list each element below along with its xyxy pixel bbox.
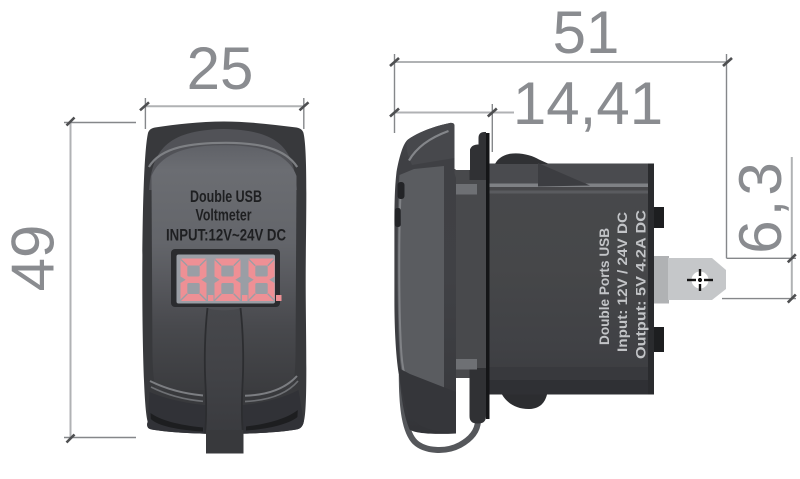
svg-text:Double Ports USB: Double Ports USB — [597, 228, 612, 345]
svg-text:Input: 12V / 24V DC: Input: 12V / 24V DC — [615, 212, 630, 352]
svg-text:49: 49 — [0, 225, 67, 292]
svg-text:14,41: 14,41 — [513, 70, 663, 137]
svg-text:INPUT:12V~24V DC: INPUT:12V~24V DC — [166, 226, 286, 245]
svg-text:51: 51 — [553, 0, 620, 66]
svg-text:Output: 5V 4.2A DC: Output: 5V 4.2A DC — [634, 210, 649, 359]
svg-text:Voltmeter: Voltmeter — [196, 207, 252, 225]
svg-text:6,3: 6,3 — [727, 158, 794, 253]
svg-text:25: 25 — [187, 35, 254, 102]
svg-text:Double USB: Double USB — [190, 188, 262, 206]
